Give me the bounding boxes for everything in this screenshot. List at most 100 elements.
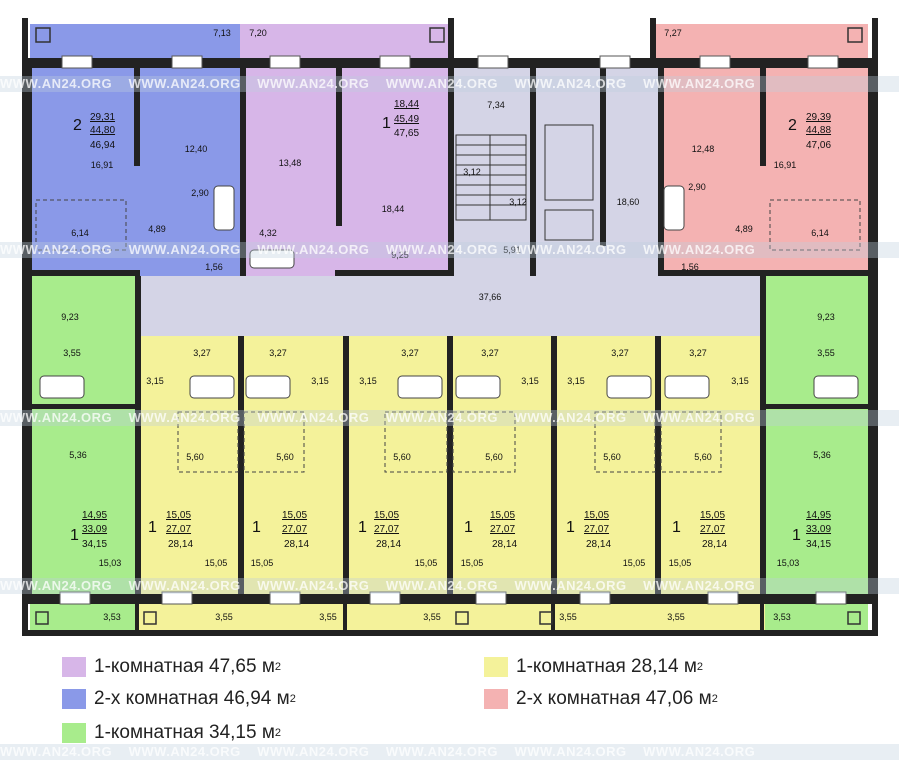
label-purple-hall: 4,32	[259, 228, 277, 238]
unit-green-left-total: 33,09	[82, 524, 107, 535]
label-pink-kitchen: 6,14	[811, 228, 829, 238]
unit-y6-full: 28,14	[702, 539, 727, 550]
label-y-kitchen-4: 5,60	[485, 452, 503, 462]
label-y-balcony-4: 3,55	[559, 612, 577, 622]
unit-blue-rooms: 2	[73, 117, 82, 134]
label-purple-corridor: 9,25	[391, 250, 409, 260]
label-y-bath-3: 3,27	[401, 348, 419, 358]
label-y-bath-5: 3,27	[611, 348, 629, 358]
legend-label-blue: 2-х комнатная 46,94 м	[94, 688, 290, 709]
staircase	[455, 124, 594, 241]
unit-area-labels: 2 29,31 44,80 46,94 18,44 1 45,49 47,65 …	[70, 99, 831, 550]
legend-label-purple: 1-комнатная 47,65 м	[94, 656, 275, 677]
unit-y5-living: 15,05	[584, 510, 609, 521]
label-blue-kitchen: 6,14	[71, 228, 89, 238]
label-green-room-left: 15,03	[99, 558, 122, 568]
unit-y3-total: 27,07	[374, 524, 399, 535]
unit-green-right-rooms: 1	[792, 527, 801, 544]
unit-blue-total: 44,80	[90, 125, 115, 136]
floor-plan: 7,13 7,20 7,27 16,91 12,40 2,90 6,14 4,8…	[22, 18, 878, 636]
label-y-room-5: 15,05	[623, 558, 646, 568]
unit-y1-full: 28,14	[168, 539, 193, 550]
unit-green-right-total: 33,09	[806, 524, 831, 535]
label-y-kitchen-2: 5,60	[276, 452, 294, 462]
label-green-kitchen-left: 5,36	[69, 450, 87, 460]
unit-green-left	[30, 276, 135, 596]
unit-y2-living: 15,05	[282, 510, 307, 521]
label-pink-wc: 1,56	[681, 262, 699, 272]
label-y-room-1: 15,05	[205, 558, 228, 568]
label-y-kitchen-6: 5,60	[694, 452, 712, 462]
unit-purple-living: 18,44	[394, 99, 419, 110]
bathtubs	[39, 185, 859, 399]
label-pink-bath: 2,90	[688, 182, 706, 192]
watermark-band	[0, 242, 899, 258]
label-y-balcony-3: 3,55	[423, 612, 441, 622]
label-stair-a: 3,12	[463, 167, 481, 177]
unit-green-right	[765, 276, 868, 596]
label-y-bath-6: 3,27	[689, 348, 707, 358]
label-blue-room1: 16,91	[91, 160, 114, 170]
label-y-kitchen-1: 5,60	[186, 452, 204, 462]
label-blue-hall: 4,89	[148, 224, 166, 234]
watermark-band	[0, 578, 899, 594]
label-y-hall-3: 3,15	[359, 376, 377, 386]
label-blue-wc: 1,56	[205, 262, 223, 272]
unit-purple-rooms: 1	[382, 115, 391, 132]
watermark-band	[0, 744, 899, 760]
yellow-area-labels: 1 15,05 27,07 28,14 1 15,05 27,07 28,14 …	[148, 510, 727, 550]
unit-y3-living: 15,05	[374, 510, 399, 521]
unit-y6-rooms: 1	[672, 519, 681, 536]
unit-y6-living: 15,05	[700, 510, 725, 521]
watermark: WWW.AN24.ORG WWW.AN24.ORG WWW.AN24.ORG W…	[0, 744, 756, 759]
unit-pink-full: 47,06	[806, 140, 831, 151]
unit-y5-rooms: 1	[566, 519, 575, 536]
label-green-hall-right: 9,23	[817, 312, 835, 322]
label-y-hall-4: 3,15	[521, 376, 539, 386]
label-purple-kitchen: 18,44	[382, 204, 405, 214]
label-stair-low: 5,91	[503, 245, 521, 255]
label-y-room-4: 15,05	[461, 558, 484, 568]
legend-label-yellow: 1-комнатная 28,14 м	[516, 656, 697, 677]
label-y-bath-2: 3,27	[269, 348, 287, 358]
stair-block	[448, 66, 658, 276]
label-blue-bath: 2,90	[191, 188, 209, 198]
unit-y2-full: 28,14	[284, 539, 309, 550]
label-y-hall-5: 3,15	[567, 376, 585, 386]
legend-swatch-yellow	[484, 657, 508, 677]
watermark: WWW.AN24.ORG WWW.AN24.ORG WWW.AN24.ORG W…	[0, 242, 756, 257]
legend-swatch-green	[62, 723, 86, 743]
windows	[59, 55, 847, 605]
label-y-bath-1: 3,27	[193, 348, 211, 358]
balcony-pink	[654, 24, 868, 58]
balcony-blue	[30, 24, 240, 58]
unit-purple	[240, 66, 448, 276]
label-stair-b: 3,12	[509, 197, 527, 207]
label-y-bath-4: 3,27	[481, 348, 499, 358]
unit-y6-total: 27,07	[700, 524, 725, 535]
unit-blue-full: 46,94	[90, 140, 115, 151]
balcony-purple	[240, 24, 448, 58]
label-y-kitchen-3: 5,60	[393, 452, 411, 462]
label-green-balcony-left: 3,53	[103, 612, 121, 622]
label-pink-room1: 12,48	[692, 144, 715, 154]
unit-y4-rooms: 1	[464, 519, 473, 536]
label-green-kitchen-right: 5,36	[813, 450, 831, 460]
walls	[22, 18, 878, 636]
legend-label-pink: 2-х комнатная 47,06 м	[516, 688, 712, 709]
watermark: WWW.AN24.ORG WWW.AN24.ORG WWW.AN24.ORG W…	[0, 578, 756, 593]
label-stair-top: 7,34	[487, 100, 505, 110]
label-blue-balcony: 7,13	[213, 28, 231, 38]
label-y-balcony-1: 3,55	[215, 612, 233, 622]
legend-swatch-blue	[62, 689, 86, 709]
label-purple-room: 13,48	[279, 158, 302, 168]
label-y-room-2: 15,05	[251, 558, 274, 568]
unit-pink-rooms: 2	[788, 117, 797, 134]
unit-green-left-full: 34,15	[82, 539, 107, 550]
unit-y4-full: 28,14	[492, 539, 517, 550]
label-green-room-right: 15,03	[777, 558, 800, 568]
